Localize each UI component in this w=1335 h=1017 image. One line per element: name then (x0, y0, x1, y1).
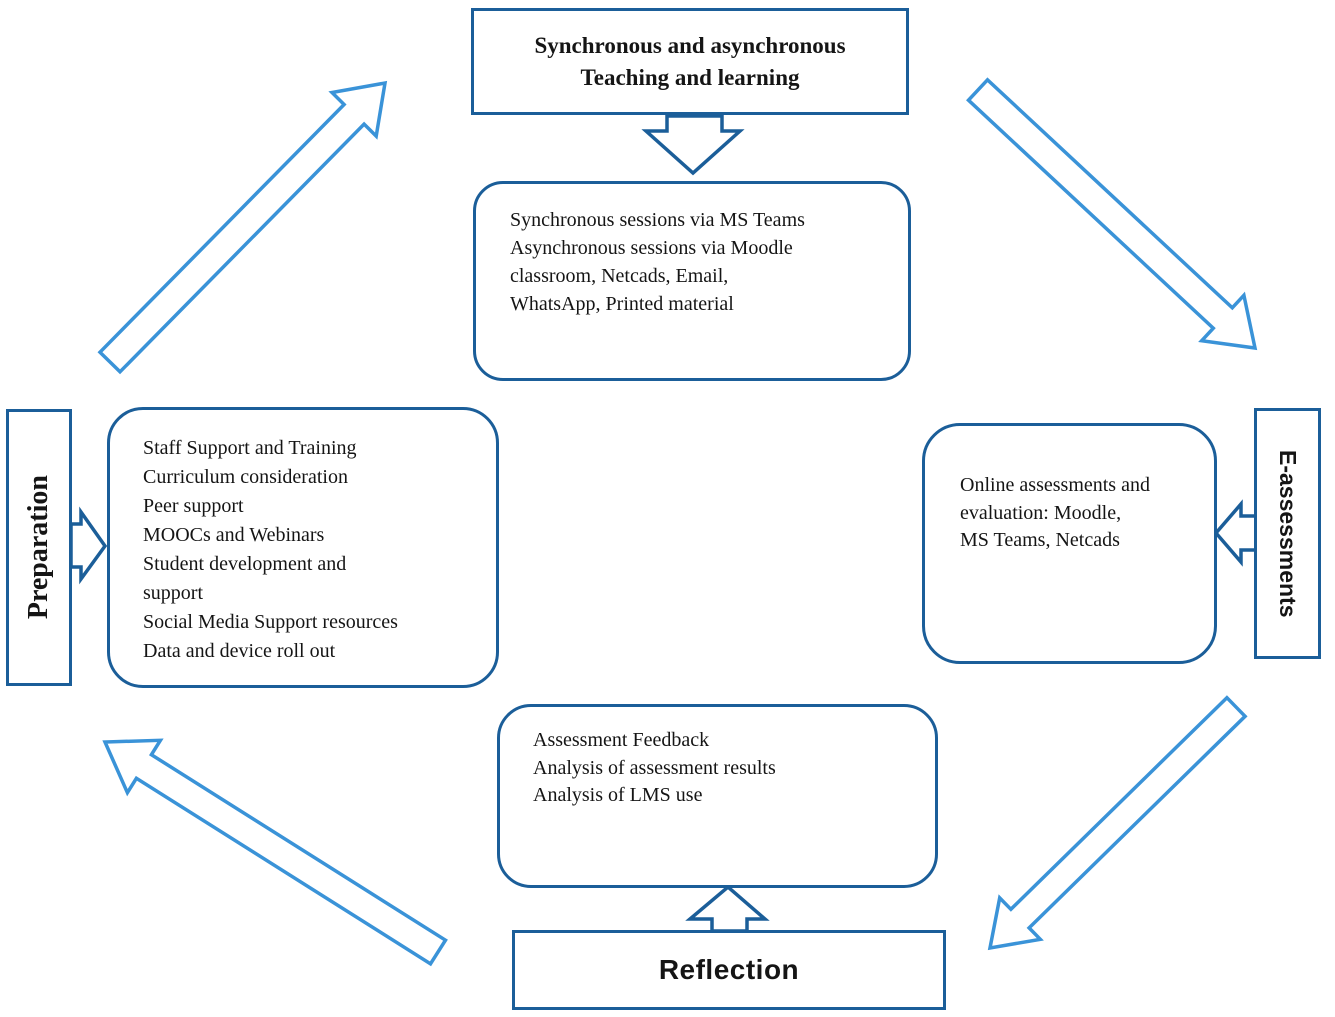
eassessments-detail-text: Online assessments and evaluation: Moodl… (960, 474, 1150, 551)
preparation-detail-text: Staff Support and Training Curriculum co… (143, 437, 398, 662)
arrow-reflection-to-detail (685, 884, 770, 933)
teaching-stage-label: Synchronous and asynchronous Teaching an… (534, 32, 846, 90)
arrow-eassessments-to-reflection (987, 695, 1248, 951)
arrow-reflection-to-preparation (102, 738, 448, 967)
preparation-stage-label: Preparation (23, 475, 54, 620)
eassessments-detail-box: Online assessments and evaluation: Moodl… (922, 423, 1217, 664)
reflection-detail-box: Assessment Feedback Analysis of assessme… (497, 704, 938, 888)
arrow-preparation-to-detail (69, 506, 108, 585)
preparation-stage-box: Preparation (6, 409, 72, 686)
preparation-detail-box: Staff Support and Training Curriculum co… (107, 407, 499, 688)
arrow-eassessments-to-detail (1213, 499, 1258, 567)
reflection-stage-label: Reflection (658, 954, 800, 985)
reflection-detail-text: Assessment Feedback Analysis of assessme… (533, 729, 776, 806)
arrow-teaching-to-detail (641, 114, 745, 176)
reflection-stage-box: Reflection (512, 930, 946, 1010)
teaching-detail-text: Synchronous sessions via MS Teams Asynch… (510, 209, 805, 315)
arrow-teaching-to-eassessments (966, 77, 1258, 351)
teaching-detail-box: Synchronous sessions via MS Teams Asynch… (473, 181, 911, 381)
eassessments-stage-box: E-assessments (1254, 408, 1321, 659)
teaching-stage-box: Synchronous and asynchronous Teaching an… (471, 8, 909, 115)
arrow-preparation-to-teaching (97, 80, 388, 375)
eassessments-stage-label: E-assessments (1275, 449, 1301, 618)
